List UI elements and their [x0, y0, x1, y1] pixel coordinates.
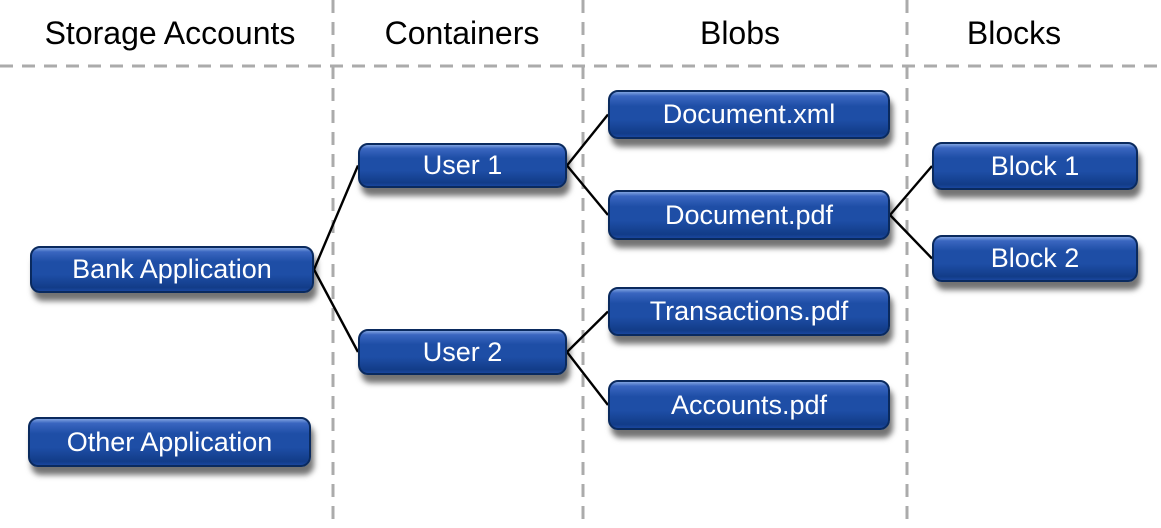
node-bank-application: Bank Application: [30, 246, 314, 293]
node-block-1: Block 1: [932, 142, 1138, 190]
node-document-pdf: Document.pdf: [608, 190, 890, 240]
connector-lines: [312, 113, 933, 406]
edge-bank-application-to-user-1: [312, 165, 360, 270]
node-other-application: Other Application: [28, 417, 311, 467]
column-header-blobs: Blobs: [699, 15, 781, 51]
edge-user-2-to-accounts-pdf: [566, 351, 609, 406]
edge-bank-application-to-user-2: [312, 268, 360, 353]
edge-user-2-to-transactions-pdf: [566, 310, 609, 353]
node-accounts-pdf: Accounts.pdf: [608, 380, 890, 430]
node-user-2: User 2: [358, 329, 567, 375]
column-header-blocks: Blocks: [966, 15, 1062, 51]
node-transactions-pdf: Transactions.pdf: [608, 287, 890, 336]
edge-document-pdf-to-block-2: [889, 214, 933, 260]
column-header-containers: Containers: [384, 15, 540, 51]
node-user-1: User 1: [358, 143, 567, 188]
edge-user-1-to-document-pdf: [566, 164, 609, 216]
node-block-2: Block 2: [932, 235, 1138, 282]
node-document-xml: Document.xml: [608, 90, 890, 139]
column-header-storage-accounts: Storage Accounts: [44, 15, 296, 51]
edge-user-1-to-document-xml: [566, 113, 609, 167]
edge-document-pdf-to-block-1: [889, 165, 933, 216]
